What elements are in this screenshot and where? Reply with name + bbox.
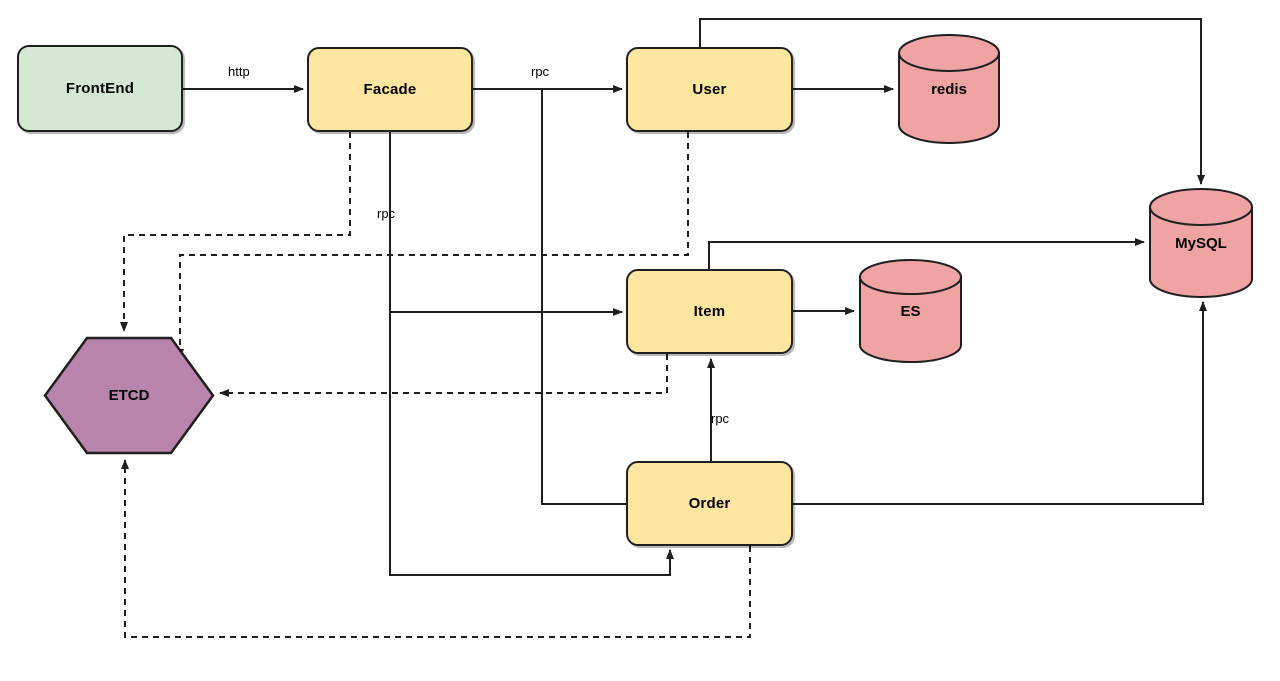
edge-label-rpc-facade-user: rpc [531, 64, 550, 79]
node-facade[interactable]: Facade [307, 47, 473, 132]
node-user[interactable]: User [626, 47, 793, 132]
node-etcd[interactable]: ETCD [43, 336, 215, 455]
node-user-label: User [692, 81, 727, 98]
node-item[interactable]: Item [626, 269, 793, 354]
node-item-label: Item [693, 303, 726, 320]
node-es[interactable]: ES [858, 258, 963, 364]
edge-label-http: http [228, 64, 250, 79]
edge-facade-etcd [120, 132, 351, 332]
edge-order-user-link [541, 89, 626, 505]
edge-item-etcd [219, 354, 668, 397]
edge-order-etcd [121, 459, 751, 638]
edge-user-etcd [176, 132, 689, 359]
edge-order-mysql [793, 301, 1207, 505]
edge-facade-order [389, 312, 674, 576]
node-frontend-label: FrontEnd [65, 80, 135, 97]
node-order[interactable]: Order [626, 461, 793, 546]
hexagon-shape-etcd [43, 336, 215, 455]
node-mysql[interactable]: MySQL [1148, 188, 1254, 298]
cylinder-shape-es [859, 259, 962, 363]
edge-label-rpc-facade-item: rpc [377, 206, 396, 221]
node-frontend[interactable]: FrontEnd [17, 45, 183, 132]
cylinder-shape-redis [898, 34, 1000, 144]
edge-label-rpc-order-item: rpc [711, 411, 730, 426]
node-redis[interactable]: redis [897, 33, 1001, 145]
edge-facade-item [389, 132, 623, 316]
edge-item-mysql [708, 238, 1145, 269]
node-order-label: Order [688, 495, 731, 512]
node-facade-label: Facade [363, 81, 417, 98]
cylinder-shape-mysql [1149, 188, 1253, 298]
edge-user-mysql [699, 18, 1205, 185]
